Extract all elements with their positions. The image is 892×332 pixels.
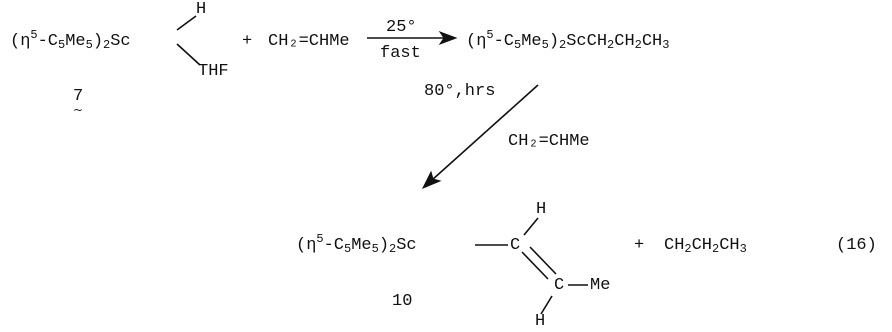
propane-byproduct: CH2CH2CH3 xyxy=(664,236,747,256)
arrow-2-shaft xyxy=(431,84,539,181)
scheme-bonds-and-arrows xyxy=(176,15,588,315)
bond-c-h-bottom xyxy=(540,295,553,315)
arrow-1-temperature: 25° xyxy=(386,18,417,37)
arrow-2-condition: 80°,hrs xyxy=(424,82,496,101)
compound-label-7: 7 xyxy=(73,87,84,106)
propene-reagent-1: CH₂=CHMe xyxy=(268,32,350,51)
vinyl-product-complex: (η5-C5Me5)2Sc xyxy=(296,232,417,256)
arrow-1-head xyxy=(438,30,458,46)
bond-sc-h xyxy=(176,15,197,31)
arrow-1-condition: fast xyxy=(380,44,421,63)
hydride-ligand: H xyxy=(196,0,207,19)
double-bond-a xyxy=(521,251,549,280)
eta-symbol: η xyxy=(20,32,31,51)
compound-label-10: 10 xyxy=(392,292,413,311)
thf-ligand: THF xyxy=(198,62,229,81)
scandium-atom: Sc xyxy=(110,32,131,51)
vinyl-hydrogen-1: H xyxy=(536,200,547,219)
arrow-2-reagent: CH₂=CHMe xyxy=(508,132,590,151)
bond-sc-thf xyxy=(176,43,201,66)
equation-number: (16) xyxy=(836,236,877,255)
vinyl-hydrogen-2: H xyxy=(535,312,546,331)
reactant-complex: (η5-C5Me5)2Sc xyxy=(10,28,131,52)
double-bond-b xyxy=(529,246,557,275)
label-underline-7: ~ xyxy=(73,103,84,117)
plus-sign-1: + xyxy=(242,32,253,51)
propyl-product: (η5-C5Me5)2ScCH2CH2CH3 xyxy=(466,28,670,52)
methyl-group: Me xyxy=(590,276,611,295)
arrow-2-head xyxy=(421,170,442,189)
reaction-scheme: (η5-C5Me5)2Sc H THF 7 ~ + CH₂=CHMe 25° f… xyxy=(10,0,877,331)
bond-c-h-top xyxy=(523,217,539,236)
vinyl-carbon-2: C xyxy=(554,276,565,295)
vinyl-carbon-1: C xyxy=(510,236,521,255)
plus-sign-2: + xyxy=(634,236,645,255)
